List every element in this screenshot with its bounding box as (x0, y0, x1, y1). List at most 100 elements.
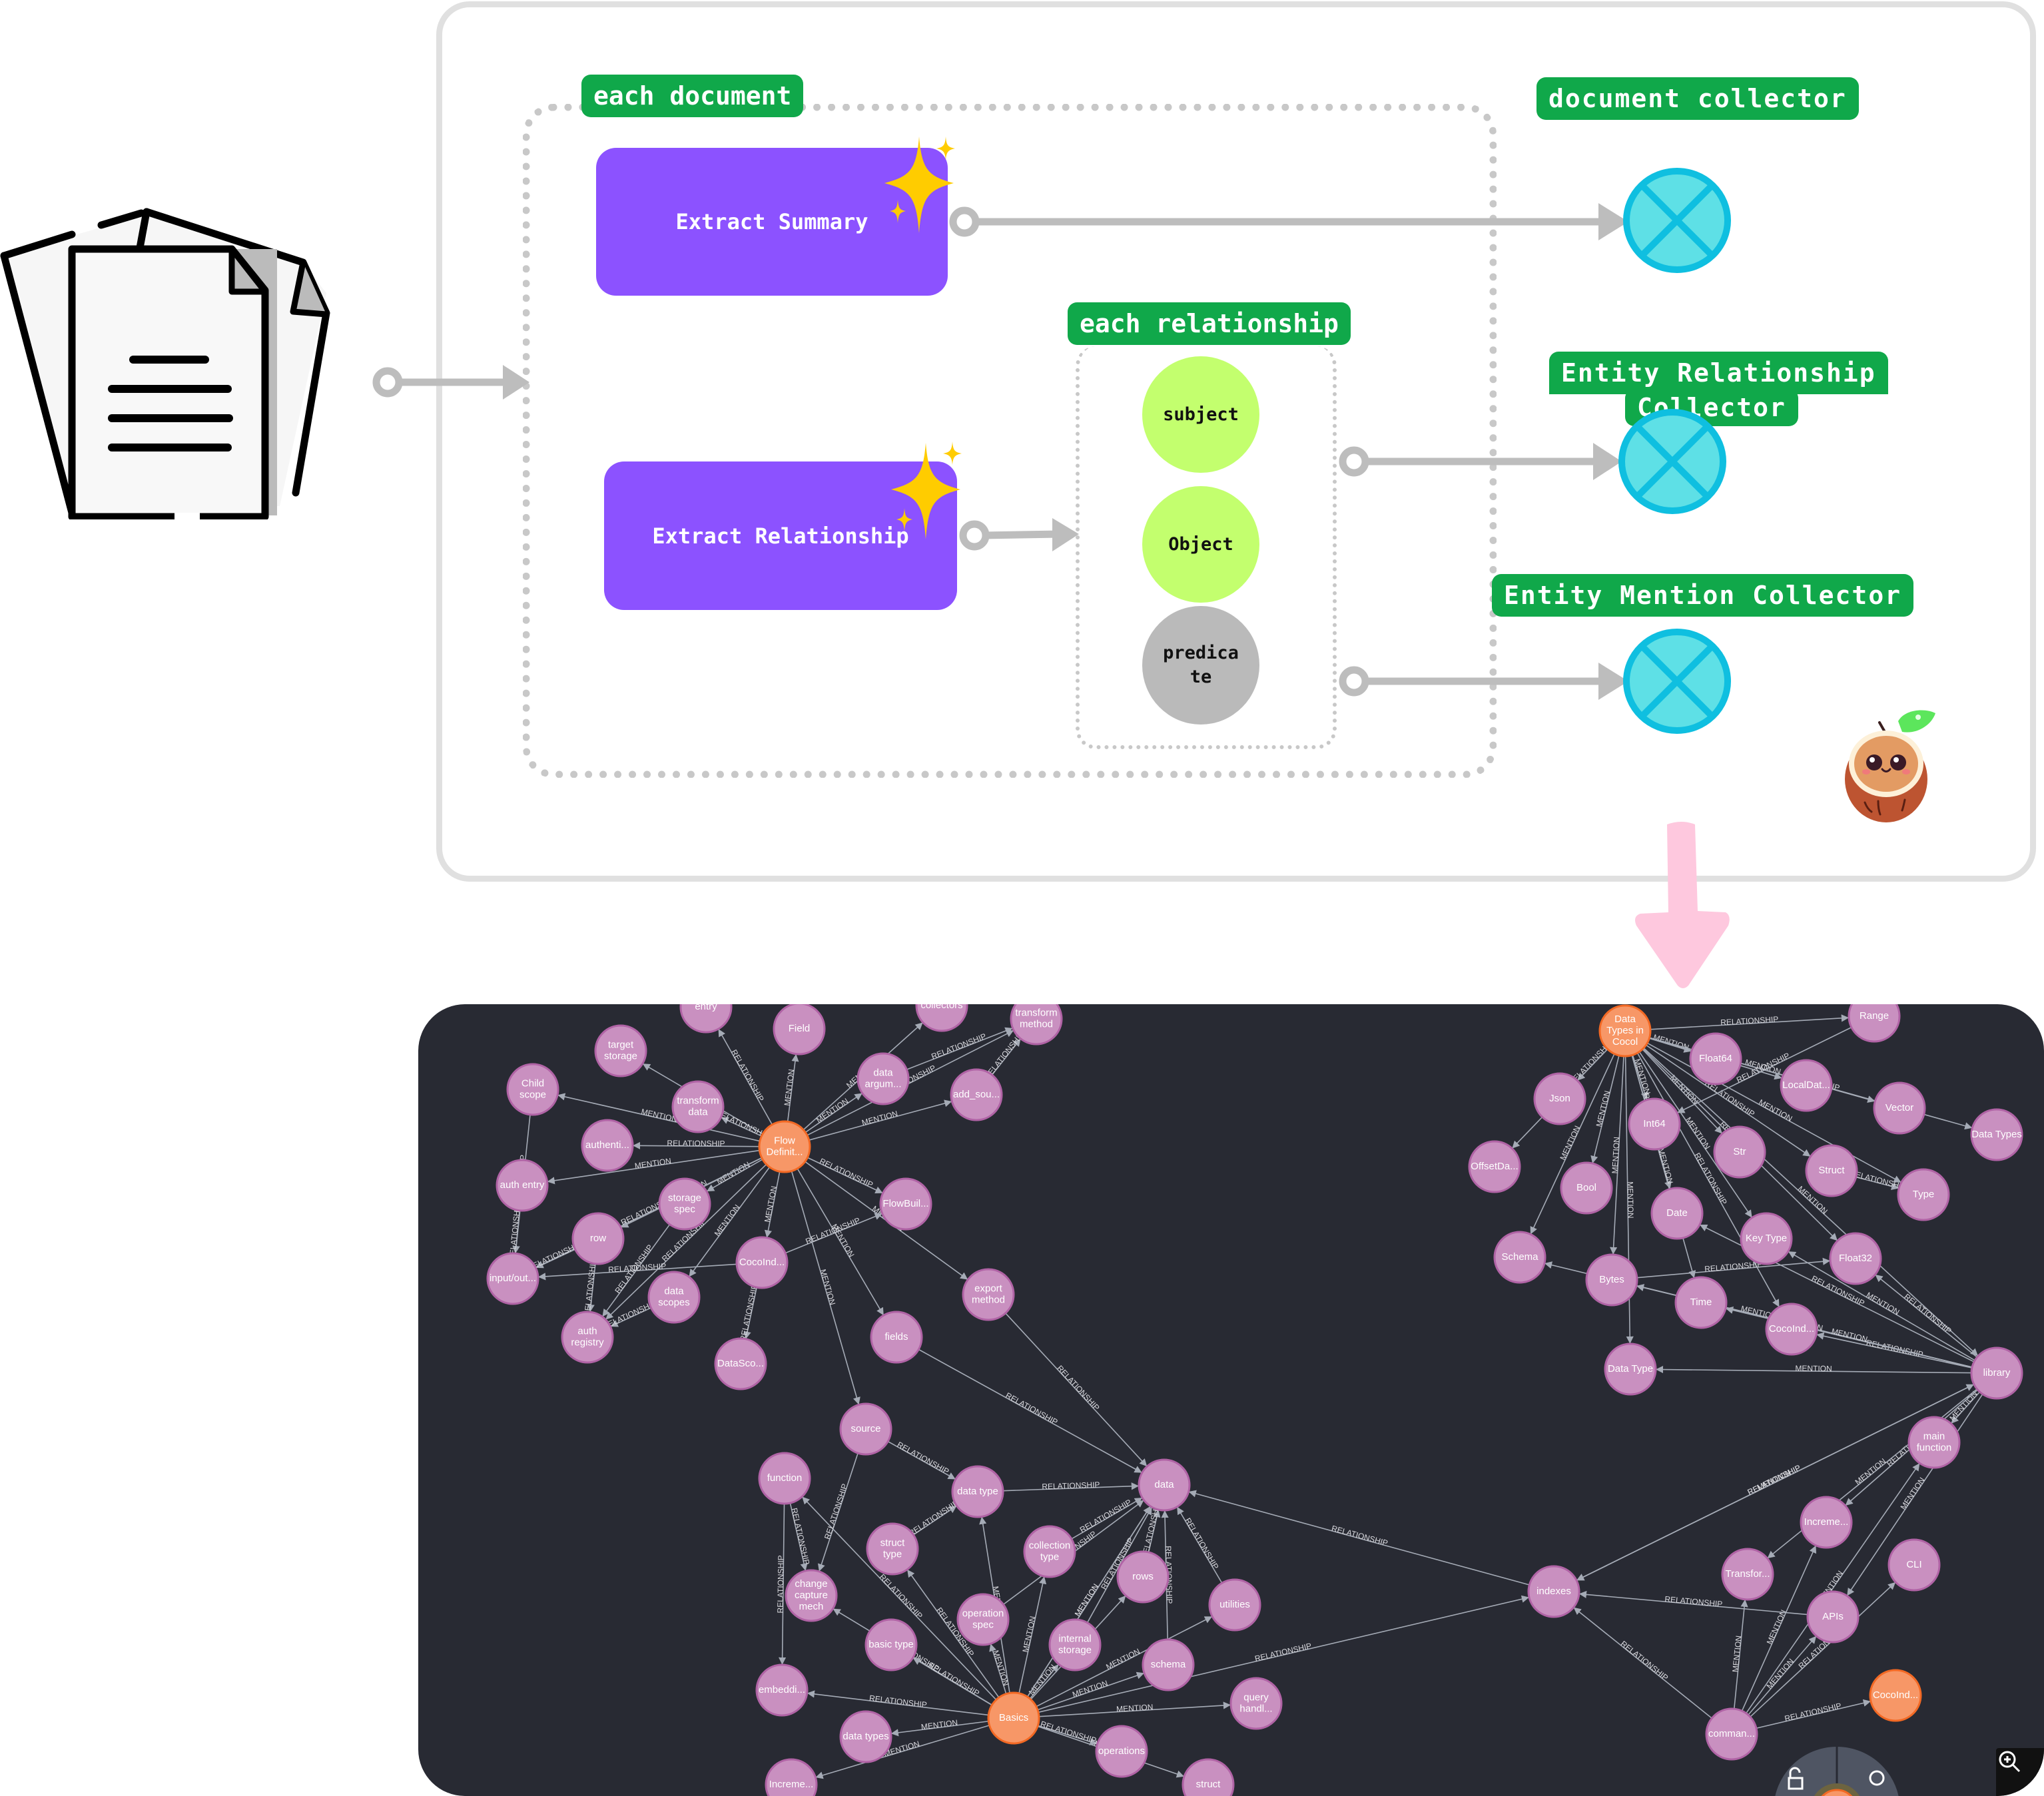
graph-edge[interactable] (906, 1027, 1013, 1070)
graph-edge[interactable] (1950, 1391, 1981, 1424)
graph-edge[interactable] (1650, 1014, 1850, 1030)
graph-edge[interactable] (1741, 1545, 1817, 1711)
entity-node[interactable]: schema (1142, 1638, 1195, 1691)
graph-edge[interactable] (912, 1657, 992, 1706)
graph-edge[interactable] (512, 1210, 521, 1254)
entity-node[interactable]: FlowBuil... (879, 1177, 932, 1231)
entity-node[interactable]: DataSco... (714, 1337, 767, 1390)
graph-edge[interactable] (787, 1053, 799, 1122)
graph-edge[interactable] (887, 1440, 956, 1480)
entity-node[interactable]: collectors (915, 1004, 968, 1032)
graph-edge[interactable] (1646, 1044, 1811, 1157)
graph-edge[interactable] (537, 1263, 737, 1281)
document-node[interactable]: CocoInd... (1869, 1669, 1922, 1722)
entity-node[interactable]: add_sou... (950, 1068, 1003, 1121)
graph-edge[interactable] (1576, 1384, 1975, 1581)
graph-edge[interactable] (547, 1149, 760, 1185)
graph-edge[interactable] (807, 1030, 1014, 1136)
graph-edge[interactable] (1632, 1055, 1648, 1100)
graph-edge[interactable] (801, 1496, 997, 1701)
graph-edge[interactable] (1733, 1599, 1748, 1709)
entity-node[interactable]: function (758, 1452, 811, 1505)
entity-node[interactable]: rows (1116, 1550, 1170, 1604)
entity-node[interactable]: struct (1182, 1758, 1235, 1796)
entity-node[interactable]: Str (1713, 1125, 1766, 1179)
graph-edge[interactable] (1610, 1055, 1624, 1255)
node-radial-menu[interactable] (1770, 1743, 1903, 1796)
graph-edge[interactable] (1038, 1701, 1231, 1717)
graph-edge[interactable] (1748, 1636, 1817, 1715)
document-node[interactable]: Basics (987, 1691, 1040, 1745)
entity-node[interactable]: Struct (1805, 1144, 1858, 1197)
graph-edge[interactable] (1018, 1576, 1047, 1694)
graph-edge[interactable] (1026, 1506, 1152, 1697)
graph-edge[interactable] (789, 1502, 808, 1572)
graph-edge[interactable] (601, 1224, 671, 1317)
entity-node[interactable]: basic type (864, 1618, 918, 1671)
graph-edge[interactable] (605, 1163, 767, 1321)
entity-node[interactable]: Float32 (1829, 1232, 1882, 1285)
graph-edge[interactable] (1071, 1497, 1143, 1540)
graph-edge[interactable] (1750, 1582, 1896, 1717)
entity-node[interactable]: APIs (1806, 1590, 1860, 1644)
entity-node[interactable]: Data Type (1604, 1343, 1657, 1396)
graph-edge[interactable] (1676, 1027, 1852, 1113)
graph-edge[interactable] (890, 1720, 989, 1737)
graph-edge[interactable] (1655, 1365, 1972, 1374)
entity-node[interactable]: Increme... (765, 1758, 818, 1796)
zoom-in-button[interactable] (1996, 1748, 2044, 1796)
entity-node[interactable]: entry (679, 1004, 733, 1034)
entity-node[interactable]: indexes (1527, 1565, 1580, 1618)
entity-node[interactable]: LocalDat... (1780, 1059, 1833, 1112)
entity-node[interactable]: authenti... (581, 1119, 634, 1172)
graph-edge[interactable] (535, 1157, 763, 1269)
entity-relationship-collector-icon[interactable] (1617, 408, 1728, 515)
graph-edge[interactable] (1530, 1053, 1615, 1235)
graph-edge[interactable] (797, 1168, 884, 1316)
graph-edge[interactable] (805, 1092, 863, 1133)
graph-edge[interactable] (721, 1117, 762, 1137)
entity-node[interactable]: Date (1650, 1187, 1704, 1240)
entity-node[interactable]: Int64 (1628, 1097, 1681, 1151)
entity-node[interactable]: OffsetDa... (1468, 1140, 1521, 1193)
entity-node[interactable]: Vector (1873, 1081, 1926, 1135)
graph-edge[interactable] (785, 1213, 883, 1254)
entity-node[interactable]: Bool (1560, 1161, 1613, 1215)
entity-node[interactable]: fields (870, 1311, 923, 1364)
entity-node[interactable]: Bytes (1585, 1253, 1638, 1307)
graph-edge[interactable] (764, 1171, 781, 1238)
graph-edge[interactable] (1638, 1051, 1753, 1219)
graph-edge[interactable] (918, 1348, 1143, 1474)
document-collector-icon[interactable] (1622, 166, 1732, 274)
entity-node[interactable]: dataargum... (856, 1052, 910, 1105)
entity-node[interactable]: Transfor... (1721, 1548, 1774, 1601)
graph-edge[interactable] (1788, 1251, 1975, 1361)
graph-edge[interactable] (1176, 1506, 1223, 1584)
graph-edge[interactable] (1148, 1509, 1161, 1553)
graph-edge[interactable] (1578, 1590, 1808, 1616)
entity-node[interactable]: CocoInd... (1765, 1303, 1818, 1356)
graph-edge[interactable] (1631, 1055, 1696, 1279)
entity-node[interactable]: Time (1674, 1276, 1728, 1329)
graph-edge[interactable] (1188, 1490, 1530, 1586)
graph-edge[interactable] (1846, 1394, 1983, 1596)
entity-node[interactable]: Field (773, 1004, 826, 1055)
entity-node[interactable]: auth entry (496, 1159, 549, 1212)
graph-edge[interactable] (818, 1452, 858, 1572)
graph-edge[interactable] (1029, 1663, 1060, 1699)
graph-edge[interactable] (1636, 1052, 1780, 1308)
extract-relationship-op[interactable]: Extract Relationship (604, 461, 957, 610)
entity-node[interactable]: data type (951, 1465, 1004, 1518)
graph-edge[interactable] (807, 1690, 989, 1716)
graph-edge[interactable] (815, 1725, 990, 1779)
entity-node[interactable]: source (839, 1402, 892, 1456)
entity-node[interactable]: operations (1095, 1725, 1148, 1778)
